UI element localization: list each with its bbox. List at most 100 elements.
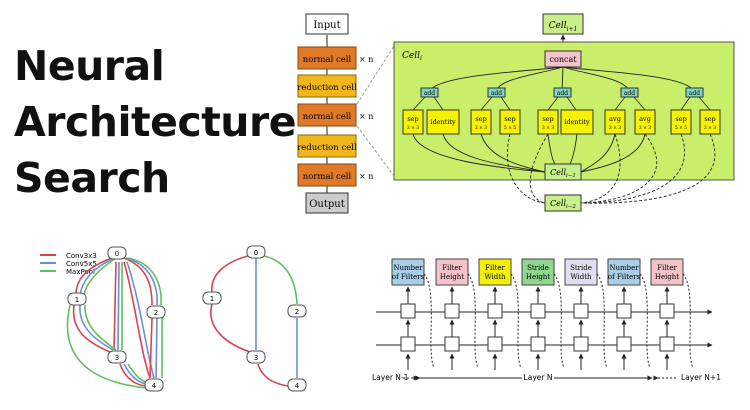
dag-node-0 <box>107 246 127 260</box>
add-label-2: add <box>491 90 502 97</box>
add-box-2 <box>487 87 506 98</box>
op-6-top: identity <box>564 118 590 126</box>
rnn-feedback-2 <box>467 273 479 369</box>
stack-block-1-label: normal cell <box>303 55 352 65</box>
op-3-bottom: 3 × 3 <box>475 125 487 131</box>
op-10-top: sep <box>704 115 715 123</box>
op-2-top: identity <box>430 118 456 126</box>
rnn-cell-bottom-7 <box>659 336 675 352</box>
op-7-bottom: 3 × 3 <box>609 125 621 131</box>
stack-block-3 <box>297 103 357 127</box>
cell-prev1-label: Celli−1 <box>550 168 576 179</box>
rnn-cell-bottom-4 <box>530 336 546 352</box>
rnn-cell-top-6 <box>616 303 632 319</box>
op-1-bottom: 3 × 3 <box>407 125 419 131</box>
dag-node-2-label: 2 <box>154 309 158 317</box>
rnn-cell-top-2 <box>444 303 460 319</box>
stack-block-5-label: normal cell <box>303 172 352 182</box>
rnn-header-box-1 <box>391 258 425 286</box>
rnn-header-line1-5: Stride <box>570 264 592 272</box>
op-5-bottom: 3 × 3 <box>542 125 554 131</box>
rnn-feedback-3 <box>510 273 522 369</box>
rnn-feedback-1 <box>423 273 435 369</box>
op-8-bottom: 3 × 3 <box>639 125 651 131</box>
rnn-cell-bottom-5 <box>573 336 589 352</box>
dag2-node-2-label: 2 <box>295 308 299 316</box>
dag-node-2 <box>146 305 166 319</box>
dag2-node-1 <box>202 291 222 305</box>
dag2-node-3 <box>246 350 266 364</box>
legend-conv3x3: Conv3x3 <box>66 252 97 260</box>
legend-maxpool: MaxPool <box>66 268 95 276</box>
rnn-header-line2-4: Height <box>526 273 550 281</box>
add-label-1: add <box>424 90 435 97</box>
rnn-cell-bottom-2 <box>444 336 460 352</box>
rnn-feedback-6 <box>639 273 651 369</box>
rnn-feedback-4 <box>553 273 565 369</box>
concat-label: concat <box>550 55 578 64</box>
op-box-6 <box>560 109 594 135</box>
dag-node-3 <box>107 350 127 364</box>
rnn-header-box-4 <box>521 258 555 286</box>
stack-block-5 <box>297 163 357 187</box>
rnn-header-box-5 <box>564 258 598 286</box>
input-label: Input <box>313 20 340 31</box>
rnn-header-line2-1: of Filters <box>392 273 425 281</box>
output-label: Output <box>309 199 345 210</box>
rnn-header-line1-1: Number <box>393 264 423 272</box>
dag2-node-0 <box>246 245 266 259</box>
stack-block-4-label: reduction cell <box>297 143 357 153</box>
layer-cur-label: Layer N <box>524 373 553 382</box>
dag-node-4-label: 4 <box>152 382 157 390</box>
input-box <box>305 13 349 35</box>
dag2-node-3-label: 3 <box>254 354 258 362</box>
dag-diagram-selected: 0 1 2 3 4 <box>202 245 307 392</box>
title-line-1: Neural <box>14 42 165 90</box>
op-4-bottom: 5 × 5 <box>504 125 516 131</box>
dag2-node-4 <box>287 378 307 392</box>
add-label-3: add <box>557 90 568 97</box>
rnn-header-line2-2: Height <box>440 273 464 281</box>
cell-prev2-box <box>544 194 582 212</box>
add-box-1 <box>420 87 439 98</box>
rnn-feedback-7 <box>682 273 694 369</box>
op-9-top: sep <box>675 115 686 123</box>
cell-panel-label: Celli <box>402 51 422 62</box>
rnn-header-line1-7: Filter <box>657 264 677 272</box>
add-box-4 <box>620 87 639 98</box>
op-10-bottom: 3 × 3 <box>704 125 716 131</box>
rnn-cell-bottom-1 <box>400 336 416 352</box>
output-box <box>305 192 349 214</box>
rnn-header-line2-3: Width <box>484 273 506 281</box>
add-box-3 <box>553 87 572 98</box>
add-box-5 <box>685 87 704 98</box>
rnn-cell-bottom-6 <box>616 336 632 352</box>
dag-node-1-label: 1 <box>75 296 79 304</box>
cell-prev1-box <box>544 163 582 181</box>
rnn-grid <box>376 273 713 370</box>
op-4-top: sep <box>504 115 515 123</box>
rnn-header-line1-2: Filter <box>442 264 462 272</box>
rnn-feedback-5 <box>596 273 608 369</box>
rnn-cell-bottom-3 <box>487 336 503 352</box>
cell-stack-diagram: Input normal cell × n reduction cell nor… <box>297 13 395 214</box>
op-3-top: sep <box>475 115 486 123</box>
rnn-header-box-2 <box>435 258 469 286</box>
add-label-4: add <box>624 90 635 97</box>
dag-node-3-label: 3 <box>115 354 119 362</box>
dag2-node-0-label: 0 <box>254 249 258 257</box>
rnn-header-line1-6: Number <box>609 264 639 272</box>
rnn-cell-top-7 <box>659 303 675 319</box>
rnn-cell-top-5 <box>573 303 589 319</box>
rnn-header-line1-3: Filter <box>485 264 505 272</box>
stack-block-1-mult: × n <box>359 55 373 64</box>
cell-prev2-label: Celli−2 <box>550 199 576 210</box>
cell-out-label: Celli+1 <box>549 21 578 33</box>
stack-block-3-mult: × n <box>359 112 373 121</box>
rnn-header-box-6 <box>607 258 641 286</box>
stack-block-2 <box>297 74 357 98</box>
rnn-header-line1-4: Stride <box>527 264 549 272</box>
rnn-cell-top-1 <box>400 303 416 319</box>
